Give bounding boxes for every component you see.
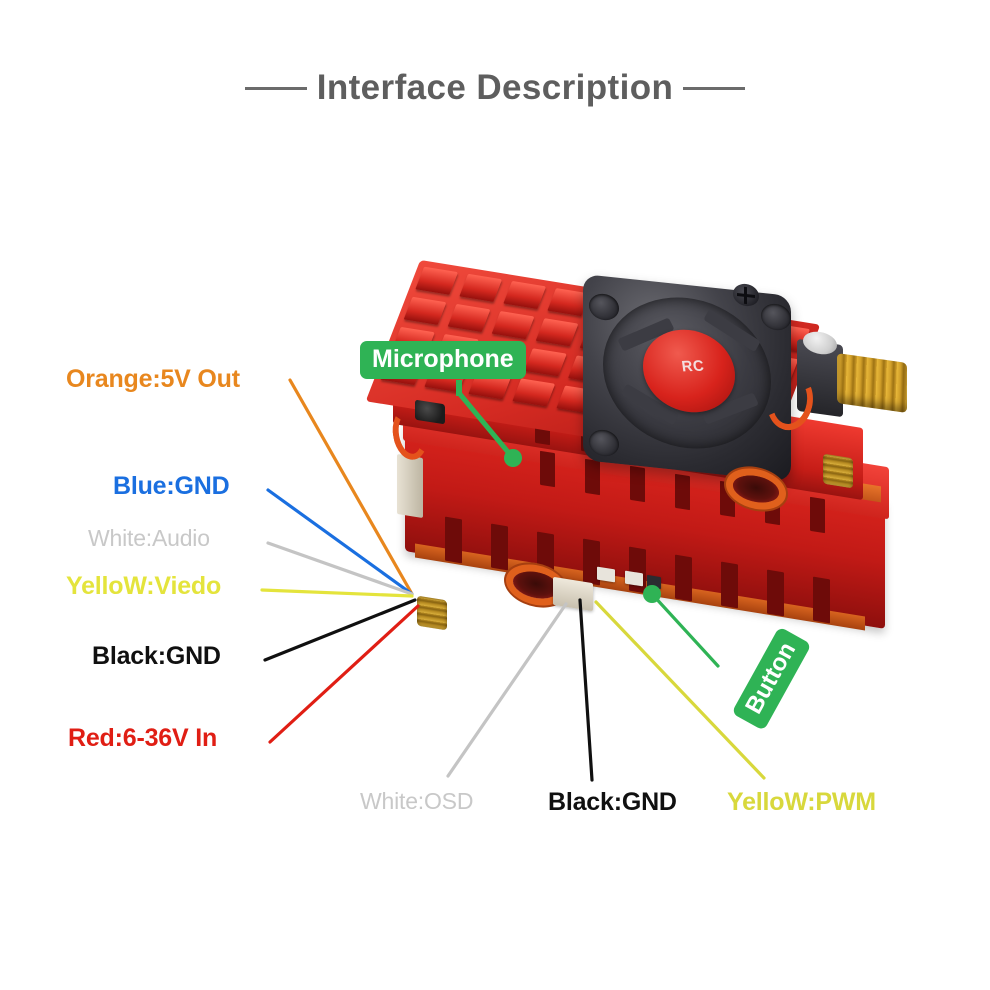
heatsink-slot [675,473,690,511]
heatsink-slot [540,450,555,488]
label-white-audio: White:Audio [88,525,210,551]
label-black-gnd: Black:GND [92,642,221,670]
label-blue-gnd: Blue:GND [113,472,230,500]
page-title: Interface Description [0,58,990,118]
label-yellow-pwm: YelloW:PWM [727,788,876,816]
title-rule-right [683,86,746,90]
left-wire-connector [397,453,423,519]
heatsink-slot [629,546,646,594]
label-black-gnd-2: Black:GND [548,788,677,816]
heatsink-slot [675,554,692,602]
smd-component [597,566,615,583]
heatsink-slot [445,516,462,564]
badge-microphone: Microphone [360,341,526,380]
heatsink-slot [813,576,830,624]
heatsink-slot [767,569,784,617]
push-button [647,574,661,590]
label-red-6-36v-in: Red:6-36V In [68,724,218,752]
heatsink-slot [491,523,508,571]
title-rule-left [244,86,307,90]
signal-connector [553,576,593,612]
page-title-text: Interface Description [316,68,674,107]
heatsink-slot [537,531,554,579]
label-yellow-video: YelloW:Viedo [66,572,222,600]
standoff [823,453,853,489]
heatsink-slot [585,458,600,496]
heatsink-slot [630,465,645,503]
heatsink-slot [810,496,825,534]
standoff [417,595,447,631]
fan-hub-label: RC [680,357,706,376]
sma-antenna-connector [837,353,907,413]
heatsink-slot [721,561,738,609]
label-white-osd: White:OSD [360,788,474,814]
label-orange-5v-out: Orange:5V Out [66,365,240,393]
smd-component [625,570,643,587]
